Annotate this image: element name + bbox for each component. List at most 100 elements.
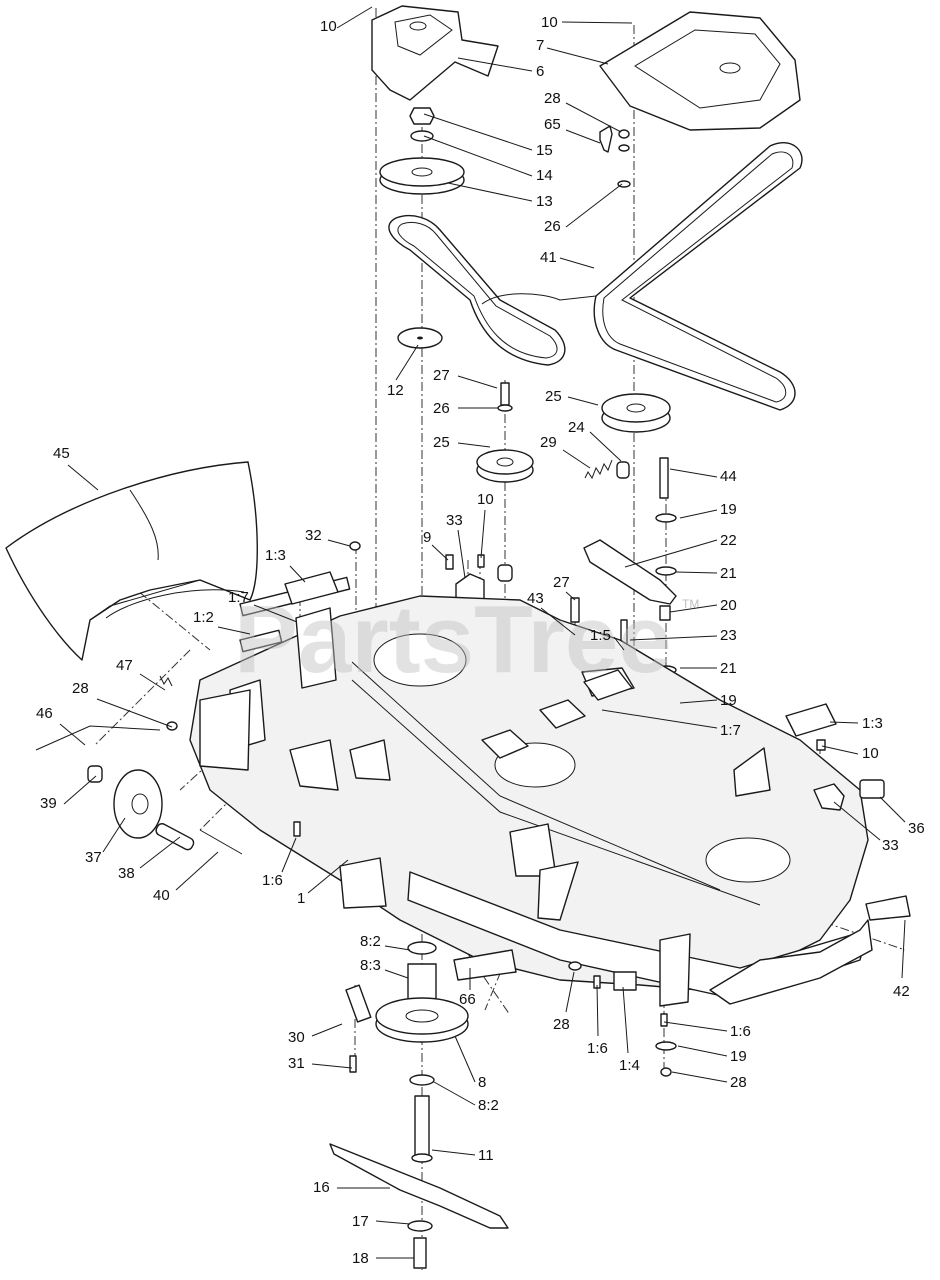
leader-line bbox=[677, 1045, 728, 1057]
leader-line bbox=[562, 449, 591, 469]
leader-line bbox=[589, 431, 622, 462]
upper-pulley-stack bbox=[379, 107, 465, 349]
part-number-label: 26 bbox=[433, 400, 450, 417]
leader-line bbox=[675, 571, 718, 574]
leader-line bbox=[327, 539, 351, 547]
part-number-label: 1:5 bbox=[590, 627, 611, 644]
callout-c47: 47 bbox=[116, 657, 166, 691]
leader-line bbox=[561, 21, 633, 24]
watermark-text: PartsTree bbox=[234, 586, 672, 693]
part-number-label: 28 bbox=[72, 680, 89, 697]
callout-c19a: 19 bbox=[679, 501, 737, 519]
part-number-label: 14 bbox=[536, 167, 553, 184]
part-number-label: 11 bbox=[478, 1147, 494, 1164]
leader-line bbox=[901, 919, 906, 979]
callout-c43: 43 bbox=[527, 590, 576, 636]
callout-c1: 1 bbox=[297, 859, 349, 907]
leader-line bbox=[565, 129, 601, 144]
part-number-label: 17 bbox=[352, 1213, 369, 1230]
leader-line bbox=[431, 1149, 476, 1156]
callout-c22: 22 bbox=[624, 532, 737, 568]
callout-c20: 20 bbox=[669, 597, 737, 614]
leader-line bbox=[395, 344, 419, 381]
part-number-label: 36 bbox=[908, 820, 925, 837]
part-number-label: 1:3 bbox=[862, 715, 883, 732]
part-number-label: 19 bbox=[730, 1048, 747, 1065]
part-number-label: 1:6 bbox=[587, 1040, 608, 1057]
callout-c8: 8 bbox=[454, 1035, 486, 1091]
callout-c65: 65 bbox=[544, 116, 601, 144]
leader-line bbox=[384, 969, 409, 979]
part-number-label: 10 bbox=[477, 491, 494, 508]
callout-c82b: 8:2 bbox=[433, 1081, 499, 1114]
leader-line bbox=[613, 636, 625, 651]
leader-line bbox=[624, 539, 718, 568]
callout-c18: 18 bbox=[352, 1250, 414, 1267]
part-number-label: 8:3 bbox=[360, 957, 381, 974]
part-number-label: 1:4 bbox=[619, 1057, 640, 1074]
callout-c12b: 1:2 bbox=[193, 609, 251, 635]
leader-line bbox=[565, 183, 623, 228]
leader-line bbox=[375, 1220, 411, 1225]
part-number-label: 1:2 bbox=[193, 609, 214, 626]
callout-c32: 32 bbox=[305, 527, 351, 547]
leader-line bbox=[433, 1081, 476, 1106]
leader-line bbox=[596, 984, 599, 1037]
leader-line bbox=[281, 837, 297, 873]
callout-c10d: 10 bbox=[821, 745, 879, 762]
part-number-label: 10 bbox=[541, 14, 558, 31]
callout-c30: 30 bbox=[288, 1023, 343, 1046]
callout-c45: 45 bbox=[53, 445, 99, 491]
leader-line bbox=[139, 836, 181, 869]
part-number-label: 20 bbox=[720, 597, 737, 614]
callout-c31: 31 bbox=[288, 1055, 353, 1072]
left-belt-cover bbox=[371, 5, 499, 101]
callout-c39: 39 bbox=[40, 775, 97, 812]
part-number-label: 1 bbox=[297, 890, 305, 907]
mower-deck-shell bbox=[189, 576, 873, 1007]
leader-line bbox=[829, 721, 859, 724]
part-number-label: 25 bbox=[433, 434, 450, 451]
callout-c16b: 1:6 bbox=[587, 984, 608, 1057]
callout-c33b: 33 bbox=[833, 801, 899, 854]
callout-c25b: 25 bbox=[545, 388, 599, 406]
part-number-label: 29 bbox=[540, 434, 557, 451]
leader-line bbox=[307, 859, 349, 894]
part-number-label: 65 bbox=[544, 116, 561, 133]
drive-belt bbox=[388, 141, 803, 411]
callout-c10b: 10 bbox=[541, 14, 633, 31]
leader-line bbox=[565, 102, 622, 133]
callout-c24: 24 bbox=[568, 419, 622, 462]
part-number-label: 38 bbox=[118, 865, 135, 882]
leader-line bbox=[384, 945, 411, 951]
part-number-label: 43 bbox=[527, 590, 544, 607]
part-number-label: 7 bbox=[536, 37, 544, 54]
idler-assembly bbox=[476, 382, 630, 582]
leader-line bbox=[546, 47, 609, 65]
callout-c17a: 1:7 bbox=[601, 709, 741, 739]
part-number-label: 23 bbox=[720, 627, 737, 644]
leader-line bbox=[454, 1035, 476, 1083]
callout-c13a: 1:3 bbox=[265, 547, 306, 583]
callout-c15: 15 bbox=[423, 113, 553, 159]
part-number-label: 28 bbox=[730, 1074, 747, 1091]
leader-line bbox=[622, 986, 629, 1054]
watermark-tm: TM bbox=[682, 597, 699, 611]
part-number-label: 18 bbox=[352, 1250, 369, 1267]
part-number-label: 40 bbox=[153, 887, 170, 904]
part-number-label: 32 bbox=[305, 527, 322, 544]
part-number-label: 19 bbox=[720, 692, 737, 709]
callout-c6: 6 bbox=[457, 57, 544, 80]
part-number-label: 15 bbox=[536, 142, 553, 159]
part-number-label: 12 bbox=[387, 382, 404, 399]
leader-line bbox=[567, 396, 599, 406]
leader-line bbox=[311, 1023, 343, 1037]
callout-c29: 29 bbox=[540, 434, 591, 469]
callout-c27a: 27 bbox=[433, 367, 498, 389]
part-number-label: 31 bbox=[288, 1055, 305, 1072]
part-number-label: 1:7 bbox=[720, 722, 741, 739]
part-number-label: 28 bbox=[553, 1016, 570, 1033]
leader-line bbox=[669, 468, 718, 478]
callout-c14: 14 bbox=[423, 135, 553, 184]
part-number-label: 10 bbox=[862, 745, 879, 762]
